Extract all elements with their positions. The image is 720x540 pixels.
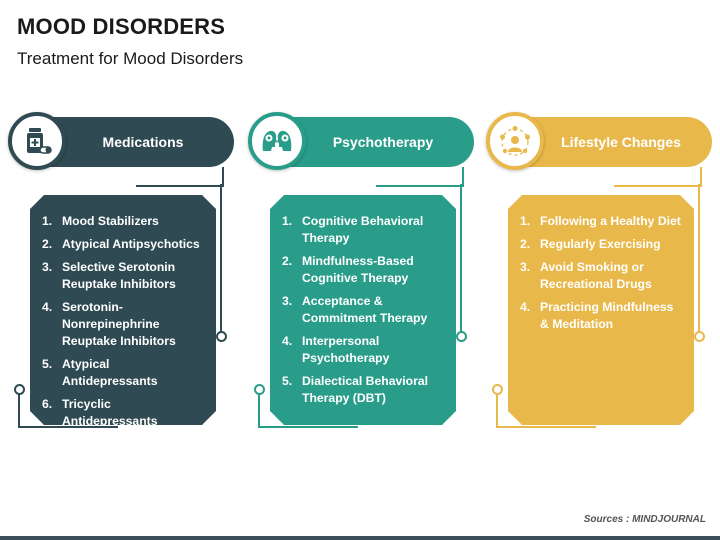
list-item: 2. Mindfulness-Based Cognitive Therapy bbox=[282, 253, 444, 287]
list-item-text: Atypical Antipsychotics bbox=[62, 237, 200, 251]
list-item-number: 5. bbox=[42, 357, 53, 371]
list-item-number: 5. bbox=[282, 374, 293, 388]
header-psychotherapy: Psychotherapy bbox=[280, 117, 474, 167]
lifestyle-list: 1. Following a Healthy Diet 2. Regularly Ex… bbox=[520, 213, 682, 333]
connector-line bbox=[496, 392, 500, 426]
connector-line bbox=[496, 426, 596, 430]
connector-line bbox=[460, 184, 464, 332]
list-item-text: Avoid Smoking or Recreational Drugs bbox=[540, 260, 652, 291]
list-item: 3. Selective Serotonin Reuptake Inhibitor… bbox=[42, 259, 204, 293]
list-item: 5. Dialectical Behavioral Therapy (DBT) bbox=[282, 373, 444, 407]
connector-line bbox=[18, 392, 22, 426]
list-item-number: 2. bbox=[42, 237, 53, 251]
list-item-number: 2. bbox=[520, 237, 531, 251]
list-item: 6. Tricyclic Antidepressants bbox=[42, 396, 204, 430]
list-item-text: Practicing Mindfulness & Meditation bbox=[540, 300, 674, 331]
list-item-text: Interpersonal Psychotherapy bbox=[302, 334, 390, 365]
list-item: 3. Avoid Smoking or Recreational Drugs bbox=[520, 259, 682, 293]
header-lifestyle-changes: Lifestyle Changes bbox=[518, 117, 712, 167]
list-item: 3. Acceptance & Commitment Therapy bbox=[282, 293, 444, 327]
list-item-number: 3. bbox=[42, 260, 53, 274]
list-item: 4. Serotonin-Nonrepinephrine Reuptake Inh… bbox=[42, 299, 204, 350]
psychotherapy-list-panel: 1. Cognitive Behavioral Therapy 2. Mindfuln… bbox=[270, 195, 456, 425]
connector-dot bbox=[694, 331, 705, 342]
page-subtitle: Treatment for Mood Disorders bbox=[17, 49, 244, 68]
header-label: Psychotherapy bbox=[332, 134, 434, 150]
column-psychotherapy: Psychotherapy 1. Cognitive Behavioral The… bbox=[246, 110, 476, 440]
list-item-text: Cognitive Behavioral Therapy bbox=[302, 214, 424, 245]
list-item-text: Mood Stabilizers bbox=[62, 214, 159, 228]
list-item-text: Dialectical Behavioral Therapy (DBT) bbox=[302, 374, 428, 405]
connector-line bbox=[614, 167, 702, 187]
list-item: 1. Following a Healthy Diet bbox=[520, 213, 682, 230]
list-item-number: 1. bbox=[520, 214, 531, 228]
connector-line bbox=[220, 184, 224, 332]
list-item-text: Tricyclic Antidepressants bbox=[62, 397, 158, 428]
list-item-number: 4. bbox=[520, 300, 531, 314]
list-item-number: 3. bbox=[282, 294, 293, 308]
lifestyle-list-panel: 1. Following a Healthy Diet 2. Regularly Ex… bbox=[508, 195, 694, 425]
header-label: Lifestyle Changes bbox=[561, 134, 681, 150]
list-item-number: 1. bbox=[42, 214, 53, 228]
list-item-text: Regularly Exercising bbox=[540, 237, 661, 251]
column-medications: Medications 1. Mood Stabilizers 2. Atypical… bbox=[6, 110, 236, 440]
list-item-number: 2. bbox=[282, 254, 293, 268]
connector-line bbox=[698, 184, 702, 332]
list-item-number: 4. bbox=[42, 300, 53, 314]
healthy-person-icon bbox=[486, 112, 544, 170]
connector-line bbox=[258, 426, 358, 430]
connector-line bbox=[376, 167, 464, 187]
bottom-bar bbox=[0, 536, 720, 540]
connector-dot bbox=[254, 384, 265, 395]
list-item: 4. Practicing Mindfulness & Meditation bbox=[520, 299, 682, 333]
source-credit: Sources : MINDJOURNAL bbox=[583, 514, 706, 525]
connector-line bbox=[136, 167, 224, 187]
header-medications: Medications bbox=[40, 117, 234, 167]
list-item-number: 4. bbox=[282, 334, 293, 348]
connector-dot bbox=[14, 384, 25, 395]
list-item-number: 6. bbox=[42, 397, 53, 411]
connector-dot bbox=[456, 331, 467, 342]
header-label: Medications bbox=[102, 134, 184, 150]
list-item: 5. Atypical Antidepressants bbox=[42, 356, 204, 390]
list-item: 1. Cognitive Behavioral Therapy bbox=[282, 213, 444, 247]
connector-line bbox=[18, 426, 118, 430]
list-item-text: Acceptance & Commitment Therapy bbox=[302, 294, 428, 325]
list-item: 2. Regularly Exercising bbox=[520, 236, 682, 253]
list-item-text: Following a Healthy Diet bbox=[540, 214, 681, 228]
list-item-number: 1. bbox=[282, 214, 293, 228]
column-lifestyle-changes: Lifestyle Changes 1. Following a Healthy … bbox=[484, 110, 714, 440]
list-item: 1. Mood Stabilizers bbox=[42, 213, 204, 230]
two-heads-brain-icon bbox=[248, 112, 306, 170]
medications-list: 1. Mood Stabilizers 2. Atypical Antipsychot… bbox=[42, 213, 204, 430]
list-item-text: Selective Serotonin Reuptake Inhibitors bbox=[62, 260, 176, 291]
list-item-number: 3. bbox=[520, 260, 531, 274]
list-item-text: Serotonin-Nonrepinephrine Reuptake Inhib… bbox=[62, 300, 176, 348]
connector-line bbox=[258, 392, 262, 426]
list-item-text: Mindfulness-Based Cognitive Therapy bbox=[302, 254, 414, 285]
psychotherapy-list: 1. Cognitive Behavioral Therapy 2. Mindfuln… bbox=[282, 213, 444, 407]
medication-bottle-icon bbox=[8, 112, 66, 170]
list-item: 2. Atypical Antipsychotics bbox=[42, 236, 204, 253]
medications-list-panel: 1. Mood Stabilizers 2. Atypical Antipsychot… bbox=[30, 195, 216, 425]
connector-dot bbox=[216, 331, 227, 342]
list-item-text: Atypical Antidepressants bbox=[62, 357, 158, 388]
page-title: MOOD DISORDERS bbox=[17, 14, 226, 39]
list-item: 4. Interpersonal Psychotherapy bbox=[282, 333, 444, 367]
connector-dot bbox=[492, 384, 503, 395]
